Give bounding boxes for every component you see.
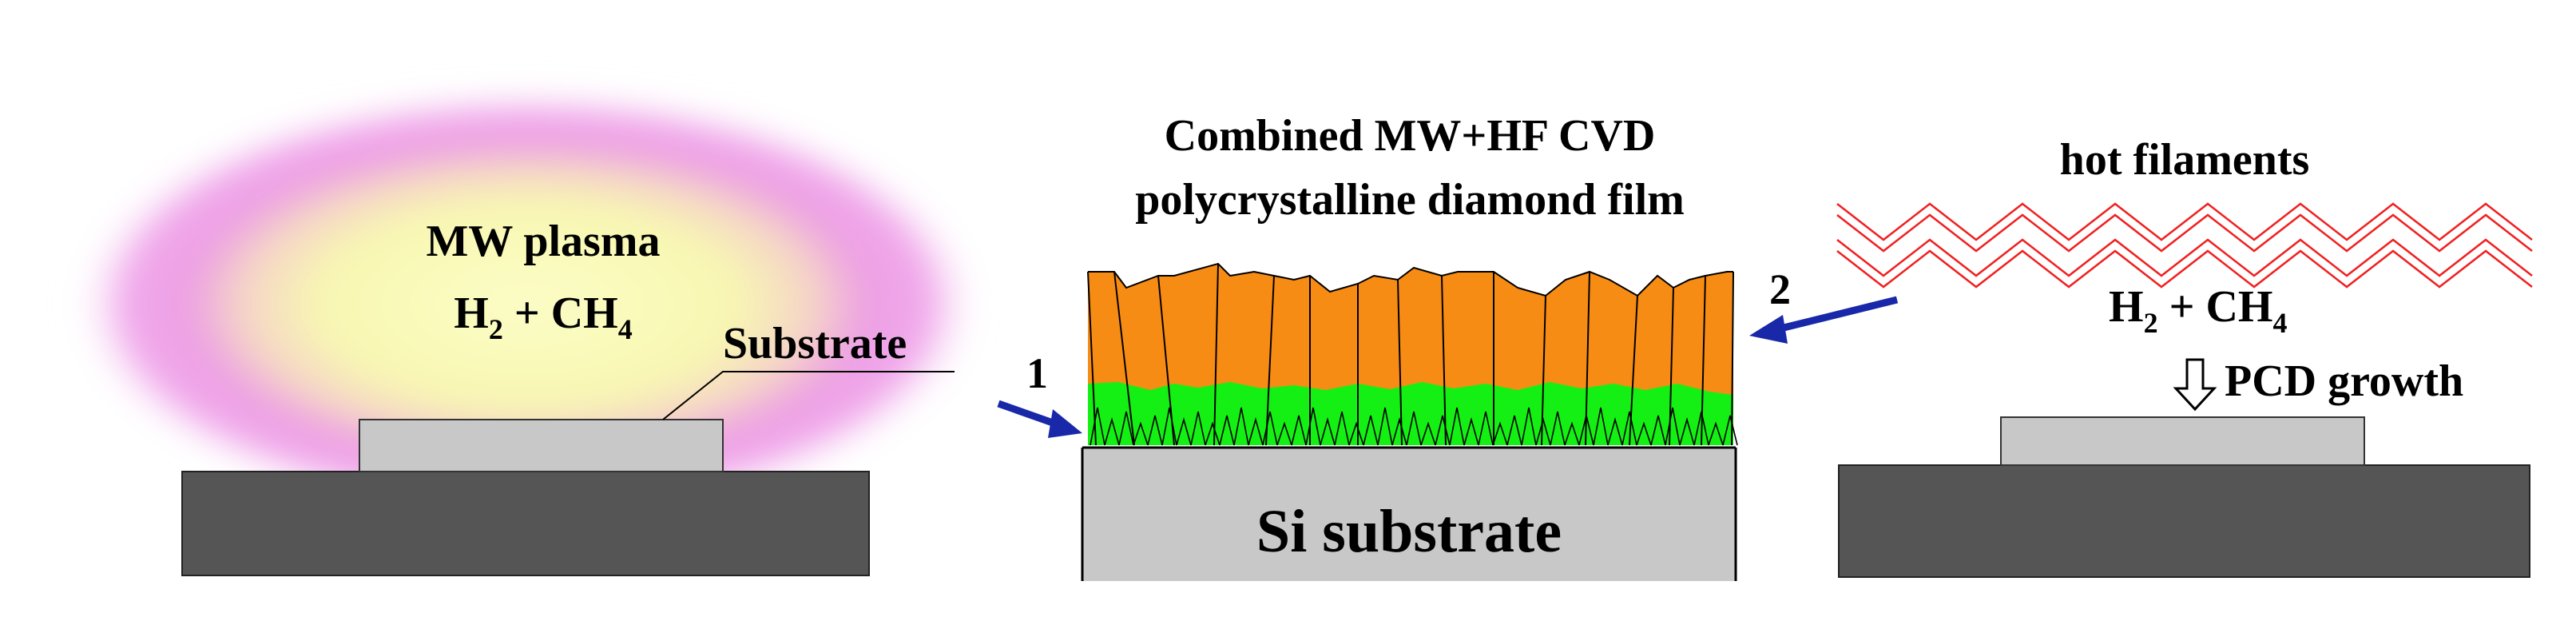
filament-wire	[1836, 238, 2533, 277]
nucleation-grain	[1406, 411, 1422, 446]
mw-plasma-glow	[72, 88, 982, 520]
nucleation-grain	[1665, 407, 1681, 446]
nucleation-grain	[1708, 421, 1724, 446]
left-substrate-label: Substrate	[723, 319, 907, 368]
nucleation-grain	[1679, 417, 1695, 446]
nucleation-grain	[1090, 407, 1105, 446]
si-substrate-label: Si substrate	[1256, 498, 1562, 565]
nucleation-grain	[1291, 415, 1307, 446]
nucleation-grain	[1334, 411, 1350, 446]
center-panel-diamond-film: Combined MW+HF CVD polycrystalline diamo…	[997, 111, 1899, 581]
nucleation-grain	[1233, 407, 1249, 446]
filament-wire	[1836, 202, 2533, 241]
nucleation-grain	[1348, 421, 1364, 446]
nucleation-grain	[1521, 407, 1537, 446]
nucleation-grain	[1320, 417, 1336, 446]
nucleation-grain	[1435, 415, 1451, 446]
grain-boundary-line	[1113, 271, 1135, 446]
left-substrate	[359, 419, 724, 472]
hf-grown-layer	[1088, 382, 1733, 445]
nucleation-grain	[1391, 417, 1407, 446]
nucleation-grain	[1176, 417, 1192, 446]
marker-2-arrow-shaft	[1776, 296, 1899, 333]
diamond-film-layers	[1088, 264, 1733, 445]
film-top-outline	[1088, 262, 1733, 297]
nucleation-grain	[1190, 411, 1206, 446]
nucleation-grain	[1564, 421, 1580, 446]
mw-plasma-label: MW plasma	[427, 217, 661, 266]
filament-wire	[1836, 249, 2533, 289]
grain-boundary-line	[1087, 271, 1097, 446]
nucleation-grain	[1133, 421, 1149, 446]
si-substrate	[1082, 448, 1736, 581]
nucleation-grain	[1492, 421, 1508, 446]
nucleation-grain	[1463, 417, 1479, 446]
nucleation-grain	[1578, 415, 1594, 446]
nucleation-grain	[1420, 421, 1436, 446]
nucleation-grain	[1305, 407, 1321, 446]
nucleation-grain	[1636, 421, 1652, 446]
nucleation-grain	[1607, 417, 1623, 446]
nucleation-grain	[1593, 407, 1609, 446]
nucleation-grain	[1262, 411, 1278, 446]
right-substrate	[2000, 416, 2365, 466]
nucleation-grain	[1478, 411, 1494, 446]
nucleation-grain	[1693, 411, 1709, 446]
hot-filaments-label: hot filaments	[2060, 135, 2310, 185]
nucleation-grain	[1449, 407, 1465, 446]
right-panel-hot-filaments: hot filaments H2 + CH4 PCD growth	[1836, 135, 2533, 578]
marker-1-arrowhead	[1048, 409, 1082, 438]
marker-1-label: 1	[1026, 349, 1048, 397]
grain-boundary-line	[1541, 295, 1546, 446]
right-stage-holder	[1838, 464, 2530, 578]
nucleation-grain	[1219, 415, 1235, 446]
pcd-growth-label: PCD growth	[2225, 356, 2463, 406]
nucleation-grain	[1722, 415, 1738, 446]
growth-direction-arrow	[2173, 358, 2217, 412]
crystal-grain-boundaries	[1087, 262, 1734, 446]
nucleation-grain	[1550, 411, 1566, 446]
filament-wire	[1836, 213, 2533, 253]
left-gas-formula: H2 + CH4	[454, 289, 632, 345]
left-panel-mw-plasma: MW plasma H2 + CH4 Substrate	[72, 88, 982, 576]
nucleation-grain	[1377, 407, 1393, 446]
grain-boundary-line	[1265, 275, 1275, 446]
grain-boundary-line	[1397, 279, 1403, 446]
nucleation-grain	[1506, 415, 1522, 446]
hot-filament-wires	[1836, 202, 2533, 289]
marker-2-label: 2	[1769, 265, 1791, 313]
grain-boundary-line	[1731, 271, 1734, 446]
film-title-line2: polycrystalline diamond film	[1135, 175, 1685, 225]
nucleation-grain	[1248, 417, 1264, 446]
nucleation-grain	[1161, 407, 1177, 446]
nucleation-grain	[1363, 415, 1379, 446]
grain-boundary-line	[1213, 263, 1219, 446]
left-stage-holder	[181, 471, 870, 576]
nucleation-grain	[1205, 421, 1221, 446]
nucleation-grain	[1276, 421, 1292, 446]
film-title-line1: Combined MW+HF CVD	[1165, 111, 1656, 161]
mw-grown-layer	[1088, 264, 1733, 400]
nucleation-grain	[1104, 417, 1120, 446]
grain-boundary-line	[1441, 275, 1447, 446]
marker-2-arrowhead	[1749, 315, 1788, 344]
nucleation-grain	[1535, 417, 1551, 446]
substrate-leader-line	[662, 371, 955, 420]
nucleation-grain	[1147, 415, 1163, 446]
right-gas-formula: H2 + CH4	[2109, 282, 2287, 339]
nucleation-grain	[1118, 411, 1134, 446]
nucleation-grain	[1650, 415, 1666, 446]
nucleation-grain	[1621, 411, 1637, 446]
nucleation-zone	[1090, 407, 1738, 446]
